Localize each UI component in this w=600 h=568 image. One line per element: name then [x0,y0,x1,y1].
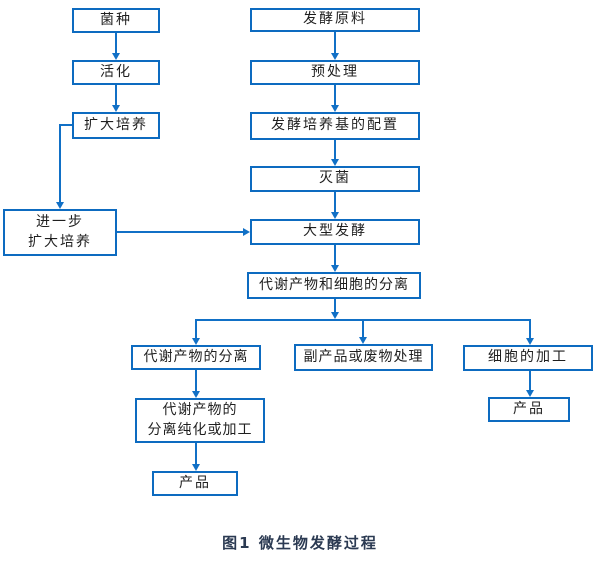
arrowhead-distributor-to-cell-processing [526,338,534,345]
arrowhead-purification-to-product [192,464,200,471]
connector-expanded-elbow-vertical [59,124,61,203]
arrowhead-raw-to-pretreatment [331,53,339,60]
arrowhead-separation-to-distributor [331,312,339,319]
node-pretreatment: 预处理 [250,60,420,85]
node-raw-material: 发酵原料 [250,8,420,32]
connector-activation-to-expanded [115,85,117,106]
connector-strain-to-activation [115,33,117,55]
node-cell-processing: 细胞的加工 [463,345,593,371]
node-large-scale-fermentation: 大型发酵 [250,219,420,245]
node-product-cell: 产品 [488,397,570,422]
connector-distributor-to-byproduct [362,319,364,338]
connector-metabolite-separation-to-purification [195,370,197,392]
node-metabolite-separation: 代谢产物的分离 [131,345,261,370]
arrowhead-activation-to-expanded [112,105,120,112]
connector-medium-to-sterilization [334,140,336,160]
node-activation: 活化 [72,60,160,85]
node-medium-preparation: 发酵培养基的配置 [250,112,420,140]
arrowhead-pretreatment-to-medium [331,105,339,112]
arrowhead-medium-to-sterilization [331,159,339,166]
arrowhead-expanded-to-further [56,202,64,209]
node-metabolite-cell-separation: 代谢产物和细胞的分离 [247,272,421,299]
figure-caption: 图1 微生物发酵过程 [222,534,378,552]
connector-purification-to-product [195,443,197,465]
arrowhead-sterilization-to-fermentation [331,212,339,219]
connector-distributor-to-metabolite-separation [195,319,197,339]
connector-pretreatment-to-medium [334,85,336,106]
arrowhead-distributor-to-metabolite-separation [192,338,200,345]
connector-cell-processing-to-product [529,371,531,391]
arrowhead-strain-to-activation [112,53,120,60]
arrowhead-distributor-to-byproduct [359,337,367,344]
connector-fermentation-to-separation [334,245,336,266]
connector-expanded-elbow-horizontal [59,124,72,126]
node-expanded-culture: 扩大培养 [72,112,160,139]
node-metabolite-purification: 代谢产物的 分离纯化或加工 [135,398,265,443]
connector-raw-to-pretreatment [334,32,336,54]
connector-distributor-to-cell-processing [529,319,531,339]
connector-separation-to-distributor [334,299,336,313]
node-product-metabolite: 产品 [152,471,238,496]
arrowhead-cell-processing-to-product [526,390,534,397]
arrowhead-further-to-fermentation [243,228,250,236]
connector-sterilization-to-fermentation [334,192,336,213]
node-sterilization: 灭菌 [250,166,420,192]
node-strain: 菌种 [72,8,160,33]
node-further-expanded-culture: 进一步 扩大培养 [3,209,117,256]
arrowhead-fermentation-to-separation [331,265,339,272]
connector-further-to-fermentation [117,231,244,233]
arrowhead-metabolite-separation-to-purification [192,391,200,398]
node-byproduct-waste-treatment: 副产品或废物处理 [294,344,433,371]
